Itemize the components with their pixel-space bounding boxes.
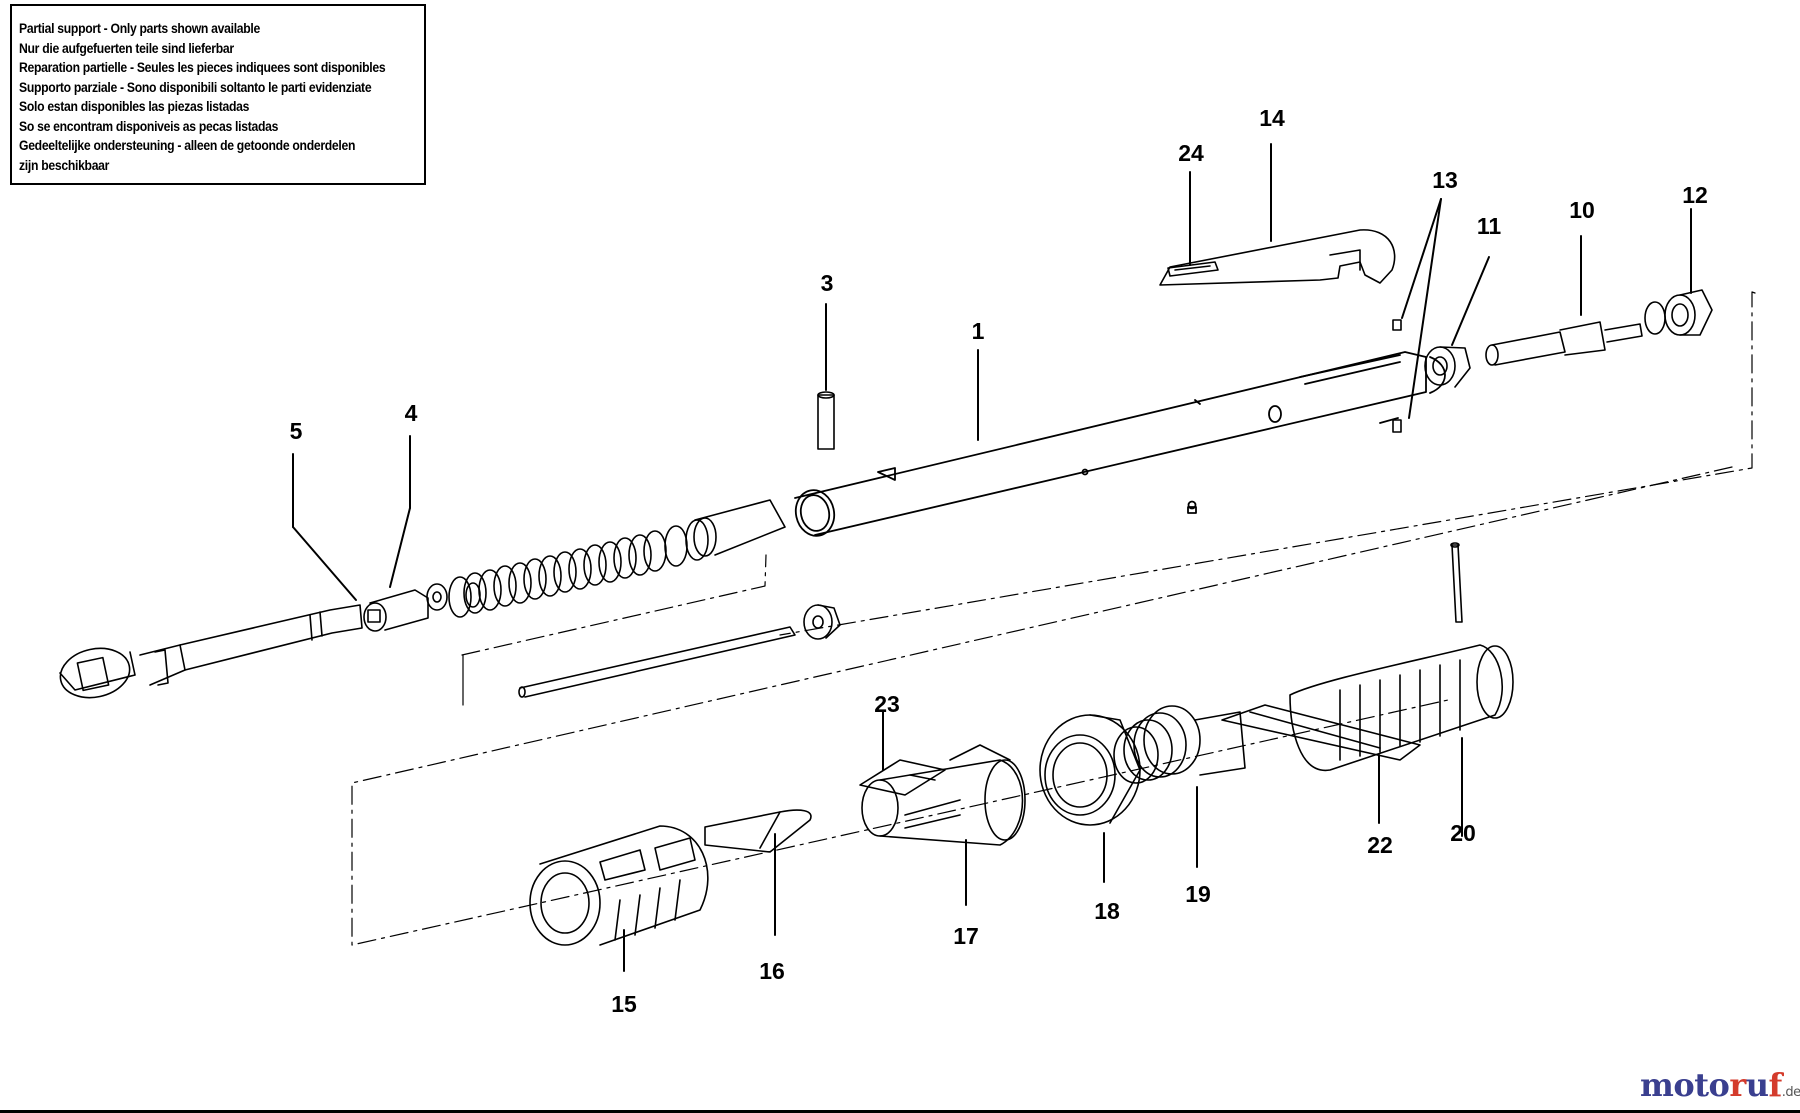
bottom-border xyxy=(0,1110,1800,1113)
pin-part-3 xyxy=(817,391,835,450)
notice-line: Supporto parziale - Sono disponibili sol… xyxy=(19,79,372,96)
washer xyxy=(803,604,841,640)
vertical-pin xyxy=(1450,542,1463,623)
main-tube xyxy=(794,351,1446,537)
callout-15: 15 xyxy=(611,991,637,1017)
callout-20: 20 xyxy=(1450,820,1476,846)
callout-22: 22 xyxy=(1367,832,1393,858)
callout-17: 17 xyxy=(953,923,979,949)
motoruf-watermark: motoruf.de xyxy=(1640,1066,1800,1104)
callout-24: 24 xyxy=(1178,140,1204,166)
assembly-guide-lines xyxy=(351,291,1756,946)
notice-line: Nur die aufgefuerten teile sind lieferba… xyxy=(19,40,234,57)
notice-line: Solo estan disponibles las piezas listad… xyxy=(19,99,250,115)
collar-part-11 xyxy=(1424,346,1471,388)
clip-part-24 xyxy=(1167,261,1219,277)
notice-line: Partial support - Only parts shown avail… xyxy=(19,21,261,37)
scale-strip-part-22 xyxy=(1221,704,1421,761)
callout-4: 4 xyxy=(404,400,418,426)
grip-part-20 xyxy=(1289,644,1514,771)
callout-5: 5 xyxy=(289,418,303,444)
drive-head-part-5 xyxy=(59,604,363,699)
callout-1: 1 xyxy=(971,318,985,344)
nut-part-12 xyxy=(1664,289,1713,336)
cover-part-14 xyxy=(1159,229,1396,286)
pins-part-13 xyxy=(1392,319,1402,433)
grip-part-15 xyxy=(529,825,709,946)
brand-name: motoruf xyxy=(1640,1066,1782,1104)
leader-lines xyxy=(292,143,1692,972)
notice-line: So se encontram disponiveis as pecas lis… xyxy=(19,118,279,135)
callout-14: 14 xyxy=(1259,105,1285,131)
spring-part-19 xyxy=(1113,705,1246,784)
film-part-16 xyxy=(704,809,812,853)
ratchet-part-17 xyxy=(861,744,1026,846)
callout-13: 13 xyxy=(1432,167,1458,193)
spring-stack xyxy=(426,499,786,618)
callout-12: 12 xyxy=(1682,182,1708,208)
callout-18: 18 xyxy=(1094,898,1120,924)
label-plate-part-23 xyxy=(859,759,946,796)
callout-16: 16 xyxy=(759,958,785,984)
callout-11: 11 xyxy=(1476,213,1502,239)
callout-10: 10 xyxy=(1569,197,1595,223)
screw-part-10 xyxy=(1485,301,1666,366)
availability-notice: Partial support - Only parts shown avail… xyxy=(10,4,426,185)
sleeve-part-4 xyxy=(363,589,429,632)
notice-line: Reparation partielle - Seules les pieces… xyxy=(19,60,386,76)
callout-23: 23 xyxy=(874,691,900,717)
brand-tld: .de xyxy=(1781,1085,1800,1100)
notice-line: Gedeeltelijke ondersteuning - alleen de … xyxy=(19,138,356,154)
ring-part-18 xyxy=(1039,714,1141,826)
rod xyxy=(518,626,796,698)
notice-line: zijn beschikbaar xyxy=(19,157,110,174)
callout-3: 3 xyxy=(820,270,834,296)
callout-19: 19 xyxy=(1185,881,1211,907)
